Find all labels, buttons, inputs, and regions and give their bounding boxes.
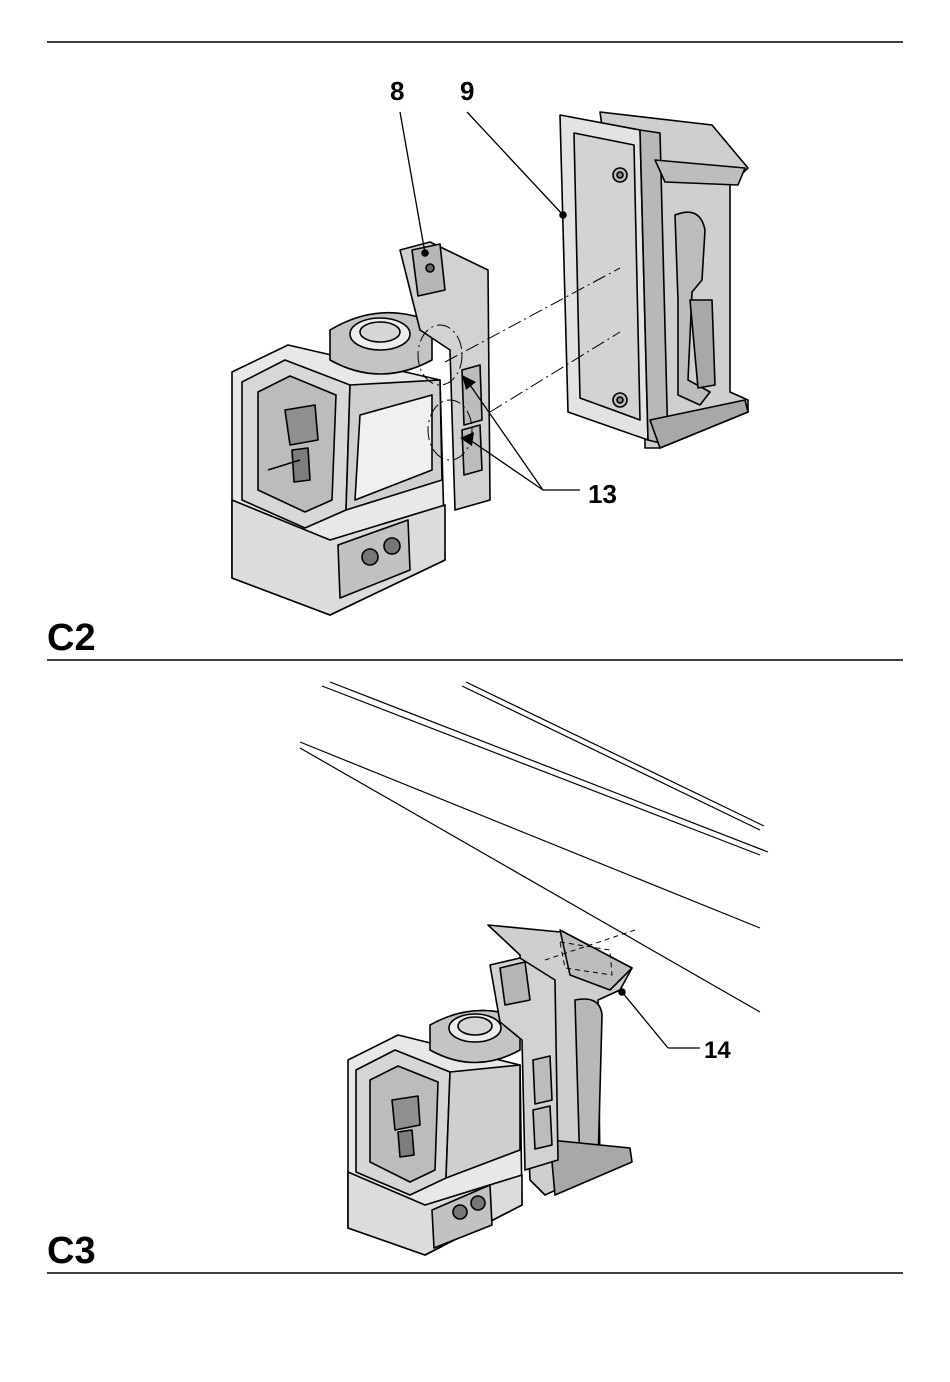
figure-c3: 14 C3 <box>47 682 768 1272</box>
leader-9 <box>467 112 563 215</box>
figure-label-c3: C3 <box>47 1230 96 1272</box>
wall-bracket-drawing <box>560 112 748 448</box>
mounted-laser-level-drawing <box>348 958 558 1255</box>
leader-8 <box>400 112 425 253</box>
callout-14: 14 <box>704 1037 731 1064</box>
figure-label-c2: C2 <box>47 617 96 659</box>
figure-c2: 8 9 13 C2 <box>47 76 748 659</box>
leader-14 <box>622 992 668 1048</box>
callout-13: 13 <box>588 479 617 509</box>
callout-9: 9 <box>460 76 474 106</box>
laser-level-drawing <box>232 242 490 615</box>
callout-8: 8 <box>390 76 404 106</box>
